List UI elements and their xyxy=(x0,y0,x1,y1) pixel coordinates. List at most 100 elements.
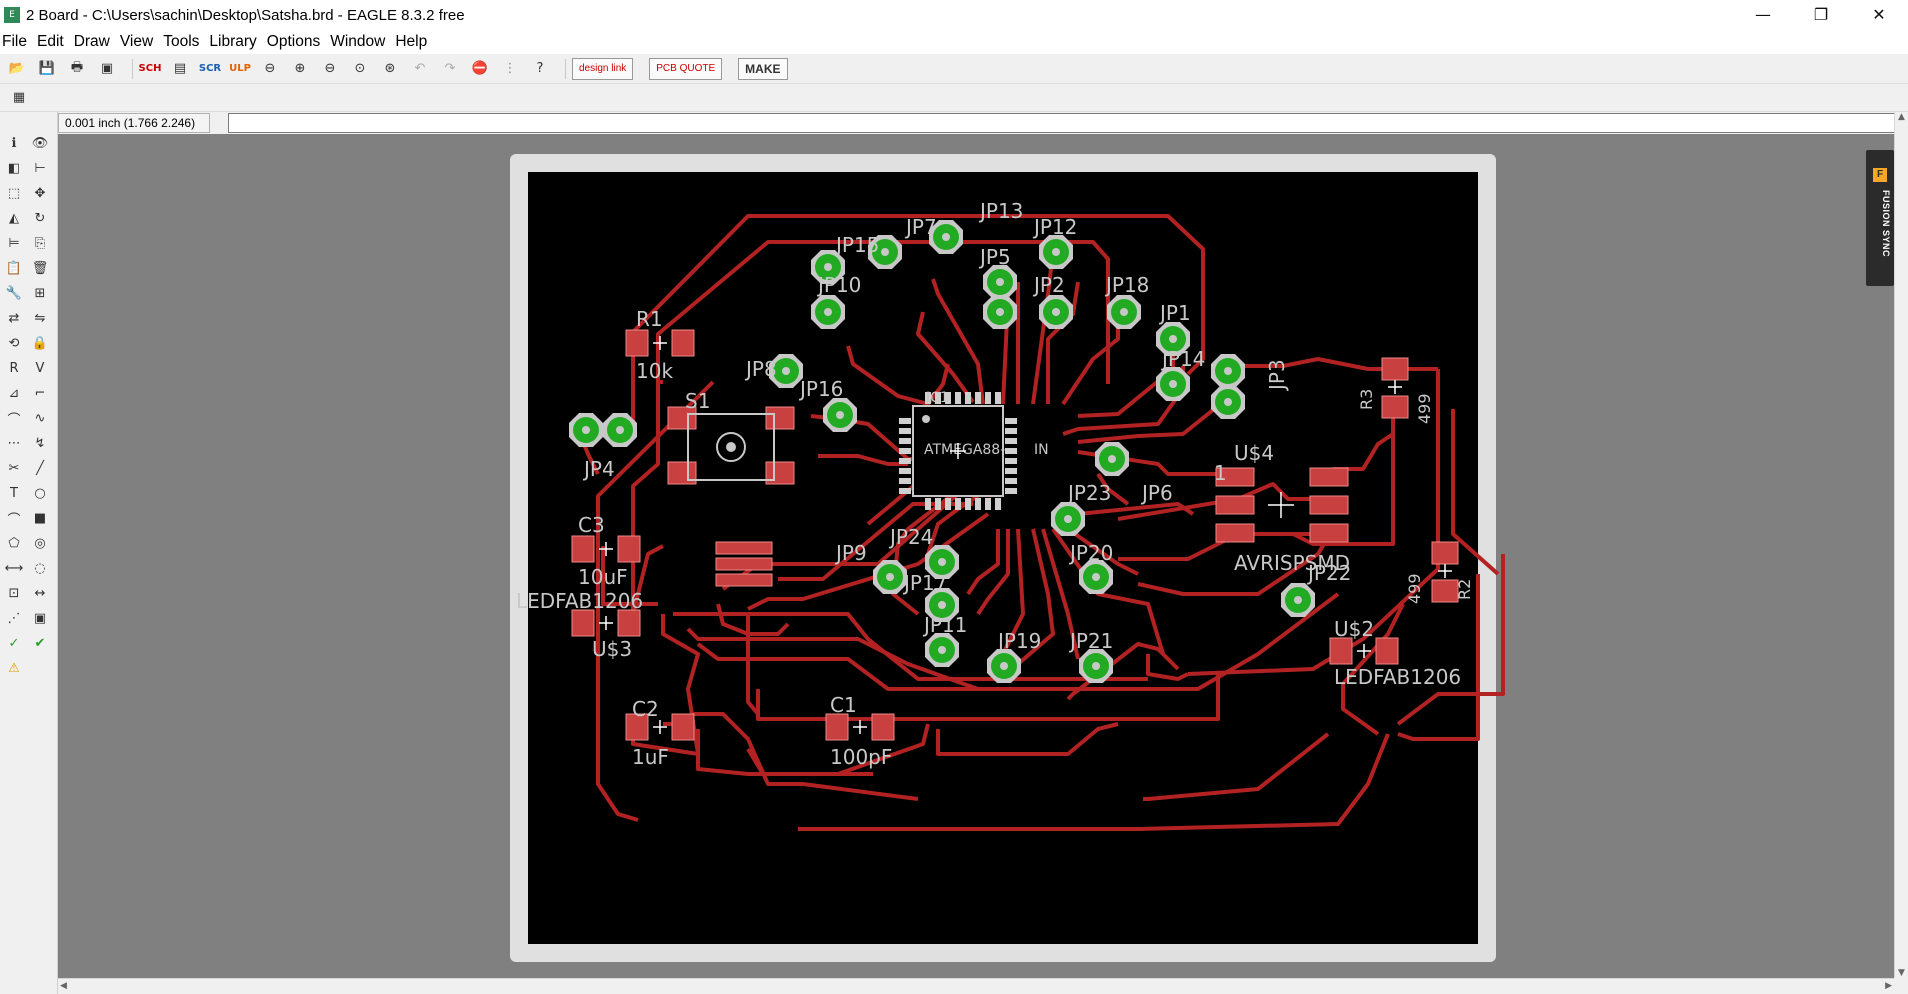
trace xyxy=(696,642,978,691)
menu-view[interactable]: View xyxy=(119,33,154,50)
vertical-scrollbar[interactable]: ▲ ▼ xyxy=(1894,112,1908,978)
smash-icon[interactable]: ⊿ xyxy=(8,386,20,401)
eye-icon[interactable]: 👁 xyxy=(31,136,49,151)
replace-icon[interactable]: ⇄ xyxy=(8,311,20,326)
script-icon[interactable]: SCR xyxy=(198,63,222,74)
zoom-redraw-icon[interactable]: ⊛ xyxy=(384,61,396,76)
command-input[interactable] xyxy=(228,113,1898,133)
circle-icon[interactable]: ○ xyxy=(34,486,46,501)
fusion-sync-panel[interactable]: F FUSION SYNC xyxy=(1866,150,1894,286)
zoom-in-icon[interactable]: ⊕ xyxy=(294,61,306,76)
wrench-icon[interactable]: 🔧 xyxy=(5,286,23,301)
signal-icon[interactable]: ⟷ xyxy=(4,561,24,576)
horizontal-scrollbar[interactable]: ◀ ▶ xyxy=(58,978,1894,994)
mark-icon[interactable]: ⊢ xyxy=(34,161,46,176)
zoom-out-icon[interactable]: ⊖ xyxy=(324,61,336,76)
ic1-pin xyxy=(955,498,961,510)
scroll-left-icon[interactable]: ◀ xyxy=(60,981,67,991)
paste-icon[interactable]: 📋 xyxy=(5,261,23,276)
copy-icon[interactable]: ⎘ xyxy=(34,236,46,251)
attribute-icon[interactable]: ⊡ xyxy=(8,586,20,601)
text-icon[interactable]: T xyxy=(10,486,18,501)
meander-icon[interactable]: ∿ xyxy=(34,411,46,426)
trace xyxy=(746,614,760,716)
errors-icon[interactable]: ⚠ xyxy=(8,661,20,676)
window-title: 2 Board - C:\Users\sachin\Desktop\Satsha… xyxy=(26,6,465,24)
arc-icon[interactable]: ⌒ xyxy=(7,513,21,528)
save-icon[interactable]: 💾 xyxy=(38,61,56,76)
redo-icon[interactable]: ↷ xyxy=(444,61,456,76)
group-icon[interactable]: ▣ xyxy=(33,611,47,626)
menu-help[interactable]: Help xyxy=(395,33,428,50)
scroll-right-icon[interactable]: ▶ xyxy=(1885,981,1892,991)
library-icon[interactable]: ▤ xyxy=(173,61,187,76)
rotate-icon[interactable]: ↻ xyxy=(34,211,46,226)
scroll-up-icon[interactable]: ▲ xyxy=(1898,112,1905,122)
layers-icon[interactable]: ◧ xyxy=(7,161,21,176)
add-icon[interactable]: ⊞ xyxy=(34,286,46,301)
miter-icon[interactable]: ⌐ xyxy=(34,386,46,401)
stop-icon[interactable]: ⛔ xyxy=(471,61,489,76)
zoom-fit-icon[interactable]: ⊖ xyxy=(264,61,276,76)
optimize-icon[interactable]: ⟲ xyxy=(8,336,20,351)
rect-icon[interactable]: ■ xyxy=(33,511,47,526)
fusion-sync-label: FUSION SYNC xyxy=(1881,190,1891,258)
zoom-select-icon[interactable]: ⊙ xyxy=(354,61,366,76)
menu-file[interactable]: File xyxy=(2,33,27,50)
ulp-icon[interactable]: ULP xyxy=(229,63,251,74)
menu-edit[interactable]: Edit xyxy=(36,33,64,50)
move-icon[interactable]: ✥ xyxy=(34,186,46,201)
schematic-icon[interactable]: SCH xyxy=(138,63,162,74)
pad-drill xyxy=(1169,380,1177,388)
cam-icon[interactable]: ▣ xyxy=(100,61,114,76)
delete-icon[interactable]: 🗑 xyxy=(31,261,49,276)
hole-icon[interactable]: ◌ xyxy=(34,561,46,576)
make-button[interactable]: MAKE xyxy=(738,57,788,80)
swap-icon[interactable]: ⇋ xyxy=(34,311,46,326)
name-icon[interactable]: R xyxy=(9,361,19,376)
minimize-button[interactable]: — xyxy=(1755,5,1771,24)
route-icon[interactable]: ↯ xyxy=(34,436,46,451)
menu-library[interactable]: Library xyxy=(209,33,257,50)
value-icon[interactable]: V xyxy=(35,361,45,376)
pad-drill xyxy=(1000,662,1008,670)
print-icon[interactable]: 🖶 xyxy=(70,59,84,75)
pcb-drawing[interactable]: R1 10k JP8 JP16 JP15 JP7 JP13 JP12 JP5 J… xyxy=(58,134,1894,978)
go-icon[interactable]: ⋮ xyxy=(503,61,517,76)
undo-icon[interactable]: ↶ xyxy=(414,61,426,76)
pcb-quote-button[interactable]: PCB QUOTE xyxy=(649,57,723,80)
eagle-app-icon: E xyxy=(4,7,20,23)
help-icon[interactable]: ? xyxy=(536,61,544,76)
drc-icon[interactable]: ✔ xyxy=(34,636,46,651)
label-r3-value: 499 xyxy=(1415,393,1434,424)
grid-icon[interactable]: ▦ xyxy=(12,90,26,105)
left-toolbar: ℹ 👁 ◧ ⊢ ⬚ ✥ ◭ ↻ ⊨ ⎘ 📋 🗑 🔧 ⊞ ⇄ ⇋ ⟲ 🔒 R V ⊿ ⌐ ⌒ ∿ ⋯ ↯ ✂ ╱ T ○ ⌒ ■ ⬠ ◎ ⟷ ◌ ⊡ ↔ ⋰ ▣… xyxy=(0,112,58,994)
align-icon[interactable]: ⊨ xyxy=(8,236,20,251)
close-button[interactable]: ✕ xyxy=(1872,5,1886,24)
ratsnest-icon[interactable]: ⋯ xyxy=(7,436,21,451)
pad-drill xyxy=(1052,248,1060,256)
pad-drill xyxy=(938,601,946,609)
menu-draw[interactable]: Draw xyxy=(73,33,110,50)
menu-tools[interactable]: Tools xyxy=(163,33,200,50)
board-canvas[interactable]: R1 10k JP8 JP16 JP15 JP7 JP13 JP12 JP5 J… xyxy=(58,134,1894,978)
polygon-icon[interactable]: ⬠ xyxy=(8,536,20,551)
wire-icon[interactable]: ╱ xyxy=(36,461,44,476)
select-icon[interactable]: ⬚ xyxy=(7,186,21,201)
autoroute-icon[interactable]: ⋰ xyxy=(7,611,21,626)
menu-window[interactable]: Window xyxy=(330,33,386,50)
lock-icon[interactable]: 🔒 xyxy=(31,336,49,351)
split-icon[interactable]: ⌒ xyxy=(7,413,21,428)
info-icon[interactable]: ℹ xyxy=(11,136,17,151)
erc-icon[interactable]: ✓ xyxy=(8,636,20,651)
ic1-pin xyxy=(899,468,911,474)
via-icon[interactable]: ◎ xyxy=(34,536,46,551)
ripup-icon[interactable]: ✂ xyxy=(8,461,20,476)
menu-options[interactable]: Options xyxy=(266,33,321,50)
open-icon[interactable]: 📂 xyxy=(8,61,26,76)
mirror-icon[interactable]: ◭ xyxy=(9,211,19,226)
designlink-button[interactable]: design link xyxy=(572,57,634,80)
maximize-button[interactable]: ❐ xyxy=(1813,5,1829,24)
scroll-down-icon[interactable]: ▼ xyxy=(1898,968,1905,978)
dimension-icon[interactable]: ↔ xyxy=(34,586,46,601)
